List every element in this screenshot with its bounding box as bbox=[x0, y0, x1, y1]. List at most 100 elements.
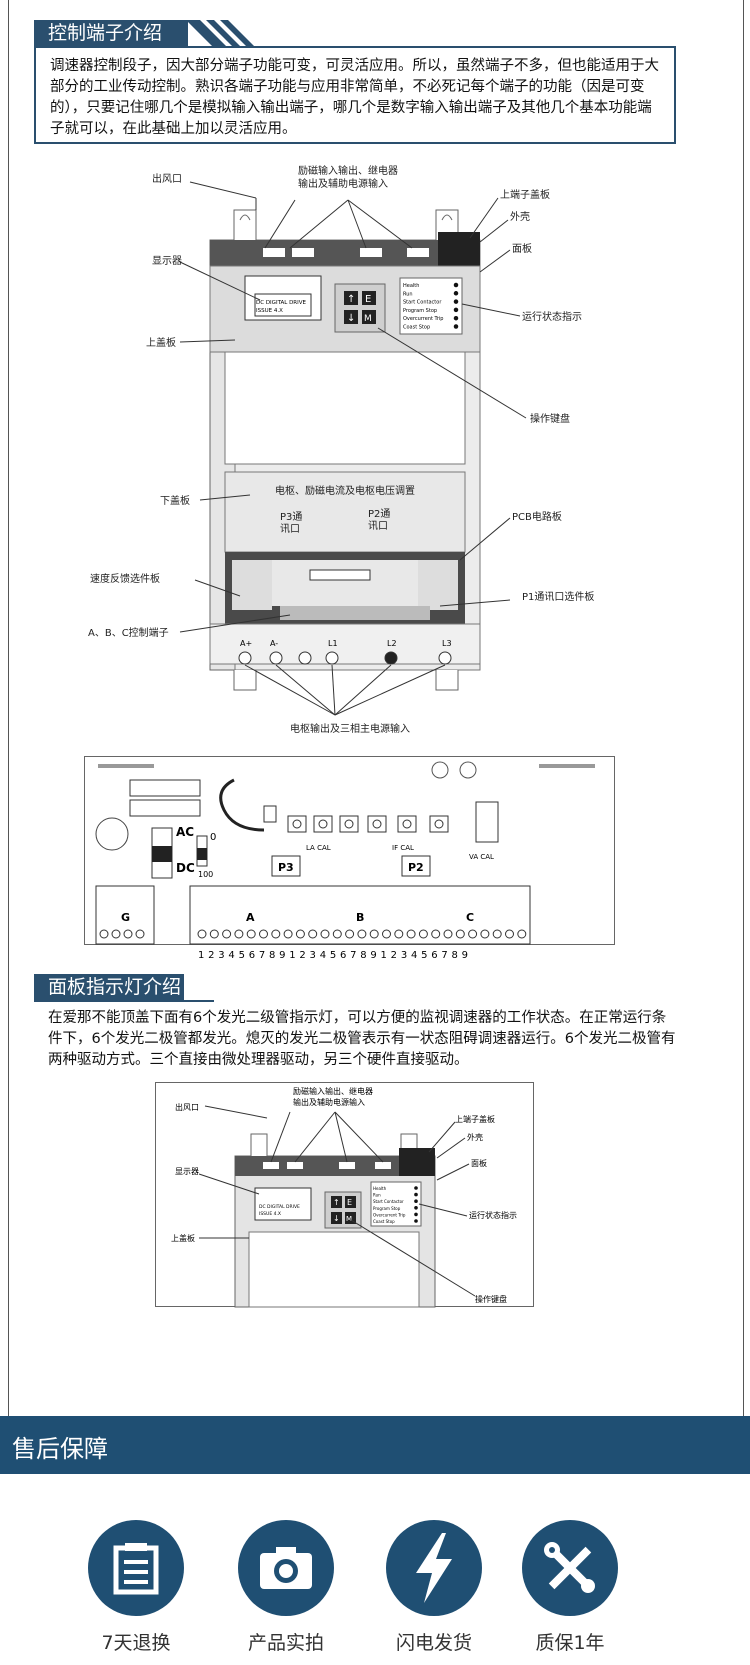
a-label: A bbox=[246, 911, 255, 924]
ac-label: AC bbox=[176, 825, 194, 839]
pcb-label: PCB电路板 bbox=[512, 510, 562, 523]
control-terminal bbox=[295, 929, 305, 939]
g-terminal bbox=[99, 929, 109, 939]
display-text: DC DIGITAL DRIVE bbox=[256, 300, 307, 306]
control-terminal bbox=[443, 929, 453, 939]
svg-text:0: 0 bbox=[210, 832, 216, 843]
control-terminal bbox=[222, 929, 232, 939]
va-cal-label: VA CAL bbox=[469, 853, 494, 861]
svg-text:励磁输入输出、继电器: 励磁输入输出、继电器 bbox=[293, 1086, 373, 1096]
power-terminal bbox=[269, 651, 283, 665]
section-title: 面板指示灯介绍 bbox=[34, 974, 184, 1000]
led-dot bbox=[414, 1186, 418, 1190]
shell-label: 外壳 bbox=[510, 210, 530, 223]
svg-text:P2通: P2通 bbox=[368, 508, 390, 520]
if-cal-label: IF CAL bbox=[392, 844, 414, 852]
control-terminal bbox=[357, 929, 367, 939]
section-header-terminals: 控制端子介绍 bbox=[34, 20, 676, 50]
led-label: Coast Stop bbox=[403, 325, 430, 331]
svg-text:M: M bbox=[346, 1215, 352, 1223]
run-status-label: 运行状态指示 bbox=[522, 310, 582, 323]
control-terminal bbox=[246, 929, 256, 939]
board-diagram: AC DC 0 100 LA CAL IF CAL VA CAL P3 P2 G… bbox=[84, 756, 615, 961]
control-terminal bbox=[369, 929, 379, 939]
adjust-label: 电枢、励磁电流及电枢电压调置 bbox=[275, 484, 415, 497]
svg-text:面板: 面板 bbox=[471, 1158, 487, 1168]
svg-text:A-: A- bbox=[270, 639, 278, 648]
led-dot bbox=[453, 315, 459, 321]
led-dot bbox=[414, 1206, 418, 1210]
control-terminal bbox=[418, 929, 428, 939]
display-label: 显示器 bbox=[152, 255, 182, 267]
svg-text:讯口: 讯口 bbox=[368, 520, 388, 532]
panel-label: 面板 bbox=[512, 242, 532, 255]
top-terminal-cover-label: 上端子盖板 bbox=[500, 188, 550, 201]
p3-label: P3 bbox=[278, 861, 294, 874]
power-terminal bbox=[384, 651, 398, 665]
section1-paragraph: 调速器控制段子，因大部分端子功能可变，可灵活应用。所以，虽然端子不多，但也能适用… bbox=[34, 48, 676, 144]
drive-diagram: DC DIGITAL DRIVE ISSUE 4.X ↑ E ↓ M Healt… bbox=[88, 164, 594, 735]
abc-terminals-label: A、B、C控制端子 bbox=[88, 626, 169, 639]
g-terminal bbox=[135, 929, 145, 939]
cal-pot bbox=[339, 815, 359, 833]
g-terminal bbox=[123, 929, 133, 939]
service-warranty: 质保1年 bbox=[520, 1520, 620, 1655]
key-m: M bbox=[364, 314, 372, 324]
led-label: Coast Stop bbox=[373, 1219, 395, 1224]
section-header-leds: 面板指示灯介绍 bbox=[34, 974, 214, 1004]
svg-text:外壳: 外壳 bbox=[467, 1132, 483, 1142]
terminal-numbers: 1 2 3 4 5 6 7 8 9 1 2 3 4 5 6 7 8 9 1 2 … bbox=[198, 950, 468, 961]
svg-text:显示器: 显示器 bbox=[175, 1167, 199, 1176]
power-terminal bbox=[325, 651, 339, 665]
led-dot bbox=[453, 291, 459, 296]
control-terminal bbox=[517, 929, 527, 939]
svg-text:DC DIGITAL DRIVE: DC DIGITAL DRIVE bbox=[259, 1204, 300, 1210]
led-dot bbox=[414, 1192, 418, 1197]
control-terminal bbox=[259, 929, 268, 939]
led-dot bbox=[453, 282, 459, 288]
svg-text:操作键盘: 操作键盘 bbox=[475, 1294, 507, 1304]
svg-text:L1: L1 bbox=[328, 639, 338, 648]
service-label: 产品实拍 bbox=[247, 1632, 324, 1654]
power-terminal bbox=[298, 651, 312, 665]
led-label: Overcurrent Trip bbox=[373, 1212, 406, 1217]
control-terminal bbox=[234, 929, 244, 939]
control-terminal bbox=[394, 929, 404, 939]
key-down: ↓ bbox=[347, 313, 355, 324]
service-label: 质保1年 bbox=[535, 1632, 605, 1654]
led-dot bbox=[453, 324, 459, 329]
svg-text:P3通: P3通 bbox=[280, 511, 302, 523]
svg-text:A+: A+ bbox=[240, 639, 252, 648]
header-stripes-icon bbox=[186, 20, 254, 46]
svg-text:输出及辅助电源输入: 输出及辅助电源输入 bbox=[293, 1097, 365, 1107]
field-io-label: 励磁输入输出、继电器 bbox=[298, 164, 398, 177]
led-label: Start Contactor bbox=[403, 300, 442, 306]
svg-text:上端子盖板: 上端子盖板 bbox=[455, 1114, 495, 1124]
control-terminal bbox=[209, 929, 219, 939]
led-dot bbox=[414, 1219, 418, 1223]
cal-pot bbox=[313, 815, 333, 833]
cal-pot bbox=[367, 815, 387, 833]
p1-option-label: P1通讯口选件板 bbox=[522, 590, 594, 603]
content-frame bbox=[8, 0, 744, 1416]
lightning-icon bbox=[386, 1520, 482, 1616]
power-terminal bbox=[438, 651, 452, 665]
drive-diagram-top: DC DIGITAL DRIVE ISSUE 4.X ↑ E ↓ M Healt… bbox=[155, 1082, 534, 1308]
section-title: 控制端子介绍 bbox=[34, 20, 188, 46]
service-return: 7天退换 bbox=[86, 1520, 186, 1655]
cal-pot bbox=[397, 815, 417, 833]
cal-pot bbox=[429, 815, 449, 833]
svg-text:ISSUE 4.X: ISSUE 4.X bbox=[256, 308, 283, 314]
p2-label: P2 bbox=[408, 861, 424, 874]
section2-paragraph: 在爱那不能顶盖下面有6个发光二级管指示灯，可以方便的监视调速器的工作状态。在正常… bbox=[48, 1010, 676, 1068]
control-terminal bbox=[320, 929, 330, 939]
control-terminal bbox=[271, 929, 281, 939]
svg-text:L3: L3 bbox=[442, 639, 452, 648]
control-terminal bbox=[332, 929, 342, 939]
led-dot bbox=[414, 1199, 418, 1203]
svg-text:讯口: 讯口 bbox=[280, 523, 300, 535]
document-list-icon bbox=[88, 1520, 184, 1616]
svg-text:运行状态指示: 运行状态指示 bbox=[469, 1210, 517, 1220]
led-label: Health bbox=[403, 283, 419, 289]
power-terminal bbox=[238, 651, 252, 665]
